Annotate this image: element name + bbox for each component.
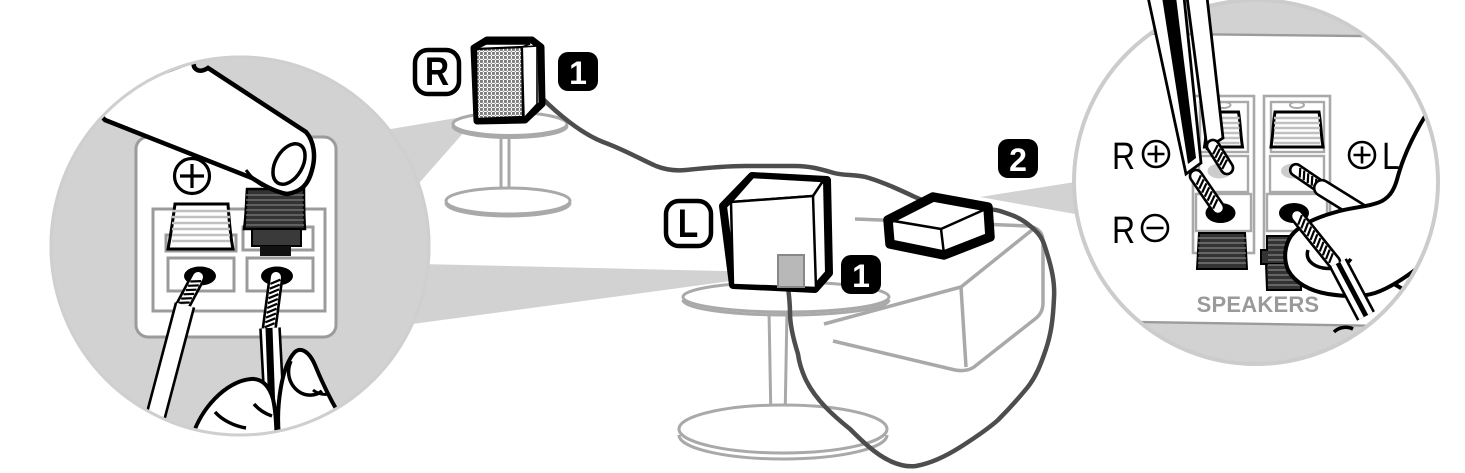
svg-text:R: R	[1112, 135, 1135, 177]
svg-text:1: 1	[852, 258, 870, 294]
svg-text:2: 2	[1009, 142, 1027, 178]
svg-text:L: L	[1382, 135, 1400, 177]
svg-text:L: L	[678, 201, 699, 245]
svg-text:R: R	[1112, 209, 1135, 251]
svg-text:SPEAKERS: SPEAKERS	[1197, 292, 1320, 317]
svg-text:1: 1	[569, 55, 587, 91]
svg-text:R: R	[425, 49, 449, 93]
